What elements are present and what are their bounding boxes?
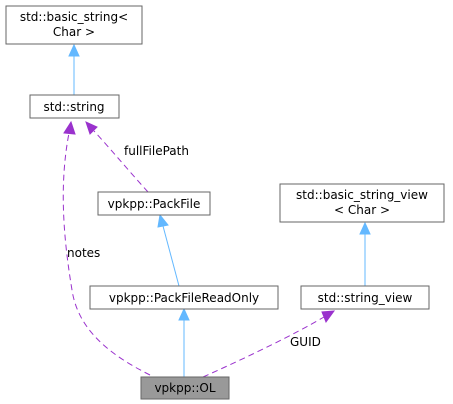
node-string-view-label: std::string_view — [318, 291, 413, 305]
node-packfile-label: vpkpp::PackFile — [108, 197, 201, 211]
node-packfile-readonly-label: vpkpp::PackFileReadOnly — [109, 291, 259, 305]
node-string[interactable]: std::string — [29, 94, 120, 119]
edge-label-guid: GUID — [290, 335, 321, 349]
arrowhead-use-string-view-guid — [321, 310, 336, 324]
arrowhead-inherit-basic-string-view — [359, 221, 371, 235]
node-ol-label: vpkpp::OL — [154, 381, 215, 395]
node-basic-string-view-line-1: std::basic_string_view — [296, 188, 428, 202]
arrowhead-inherit-packfile — [157, 213, 169, 228]
edge-label-fullfilepath: fullFilePath — [124, 144, 189, 158]
node-basic-string-line-1: std::basic_string< — [20, 10, 128, 24]
node-basic-string-line-2: Char > — [53, 25, 95, 39]
arrowhead-use-string-notes — [63, 120, 76, 135]
node-packfile[interactable]: vpkpp::PackFile — [97, 191, 211, 216]
edge-ol-to-string-view — [202, 316, 325, 378]
node-packfile-readonly[interactable]: vpkpp::PackFileReadOnly — [89, 285, 279, 310]
edge-packfile-to-string — [93, 130, 149, 193]
node-ol[interactable]: vpkpp::OL — [140, 376, 230, 400]
arrowhead-use-string-fullfilepath — [85, 121, 98, 135]
edge-ol-to-string — [62, 132, 151, 376]
arrowhead-inherit-readonly — [178, 307, 190, 321]
node-basic-string[interactable]: std::basic_string< Char > — [5, 5, 143, 45]
node-string-label: std::string — [43, 100, 104, 114]
edge-label-notes: notes — [67, 246, 100, 260]
arrowhead-inherit-basic-string — [68, 43, 80, 57]
node-string-view[interactable]: std::string_view — [300, 285, 430, 310]
node-basic-string-view[interactable]: std::basic_string_view < Char > — [279, 183, 445, 223]
node-basic-string-view-line-2: < Char > — [334, 203, 390, 217]
edge-readonly-to-packfile — [162, 225, 180, 287]
